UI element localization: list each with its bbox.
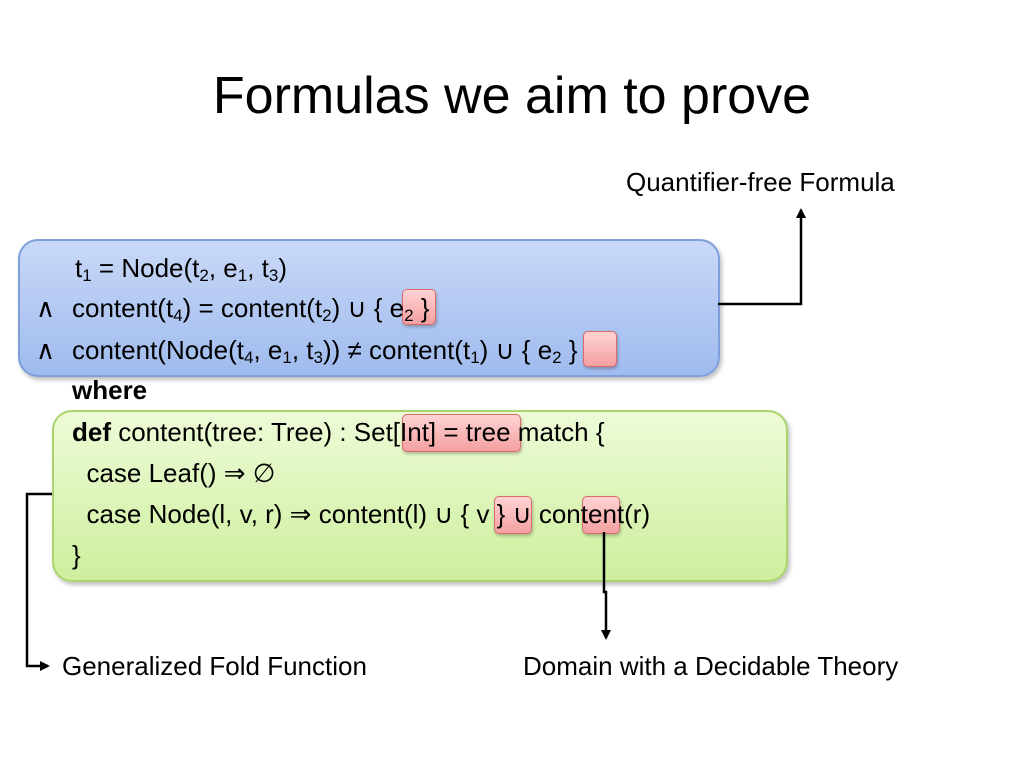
set-int-highlight bbox=[402, 414, 521, 452]
union-highlight bbox=[583, 331, 617, 367]
and-operator: ∧ bbox=[36, 293, 56, 323]
arrow-to-quantifier-free bbox=[718, 208, 806, 306]
slide-title: Formulas we aim to prove bbox=[212, 67, 812, 125]
union-highlight bbox=[494, 496, 532, 534]
arrow-to-fold-function bbox=[25, 492, 52, 671]
fold-function-label: Generalized Fold Function bbox=[62, 651, 367, 681]
union-highlight bbox=[582, 496, 620, 534]
arrow-to-decidable-domain bbox=[601, 532, 611, 640]
union-highlight bbox=[402, 289, 436, 325]
and-operator: ∧ bbox=[36, 335, 56, 365]
where-keyword: where bbox=[72, 375, 148, 405]
def-keyword: def bbox=[72, 417, 111, 447]
quantifier-free-label: Quantifier-free Formula bbox=[626, 167, 895, 197]
decidable-domain-label: Domain with a Decidable Theory bbox=[523, 651, 899, 681]
